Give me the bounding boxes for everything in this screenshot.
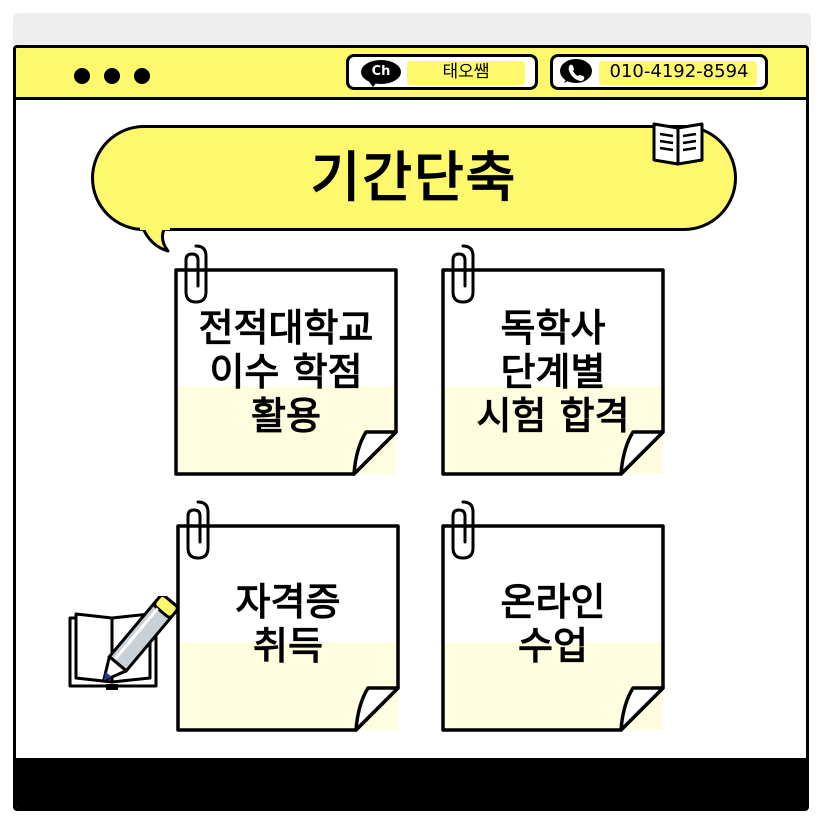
note-label: 온라인 (500, 580, 606, 624)
speech-bubble-tail (140, 226, 170, 253)
note-card: 전적대학교 이수 학점 활용 (174, 244, 398, 476)
kakao-channel-button[interactable]: Ch 태오쌤 (346, 54, 538, 90)
note-paper (441, 524, 665, 732)
note-card: 독학사 단계별 시험 합격 (441, 244, 665, 476)
title-speech-bubble: 기간단축 (91, 125, 737, 231)
note-label: 수업 (518, 624, 588, 668)
paper-clip-icon (451, 244, 475, 304)
phone-number: 010-4192-8594 (609, 61, 749, 82)
paper-clip-icon (451, 500, 475, 560)
window-dot (134, 68, 150, 84)
note-label: 시험 합격 (476, 394, 630, 438)
note-paper (174, 268, 398, 476)
note-label: 자격증 (235, 580, 341, 624)
window-top-edge (13, 13, 811, 47)
note-label: 독학사 (500, 306, 606, 350)
phone-highlight (599, 61, 757, 85)
paper-clip-icon (184, 244, 208, 304)
phone-icon (560, 59, 592, 83)
note-paper (176, 524, 400, 732)
note-card: 자격증 취득 (176, 500, 400, 732)
channel-name-highlight (407, 61, 525, 85)
window-footer-bar (16, 758, 806, 808)
window-dot (104, 68, 120, 84)
page-title: 기간단축 (310, 146, 518, 209)
channel-name: 태오쌤 (442, 62, 490, 82)
phone-button[interactable]: 010-4192-8594 (550, 54, 768, 90)
note-label: 취득 (253, 624, 323, 668)
paper-clip-icon (186, 500, 210, 560)
window-toolbar: Ch 태오쌤 010-4192-8594 (16, 48, 806, 100)
chat-bubble-tail (367, 79, 379, 87)
browser-window: Ch 태오쌤 010-4192-8594 기간단축 (13, 45, 809, 811)
note-label: 활용 (251, 394, 321, 438)
book-icon (652, 122, 704, 166)
pencil-notebook-icon (68, 596, 179, 690)
window-dot (74, 68, 90, 84)
note-paper (441, 268, 665, 476)
note-label: 전적대학교 (198, 306, 374, 350)
note-label: 이수 학점 (209, 350, 363, 394)
note-label: 단계별 (500, 350, 606, 394)
note-card: 온라인 수업 (441, 500, 665, 732)
